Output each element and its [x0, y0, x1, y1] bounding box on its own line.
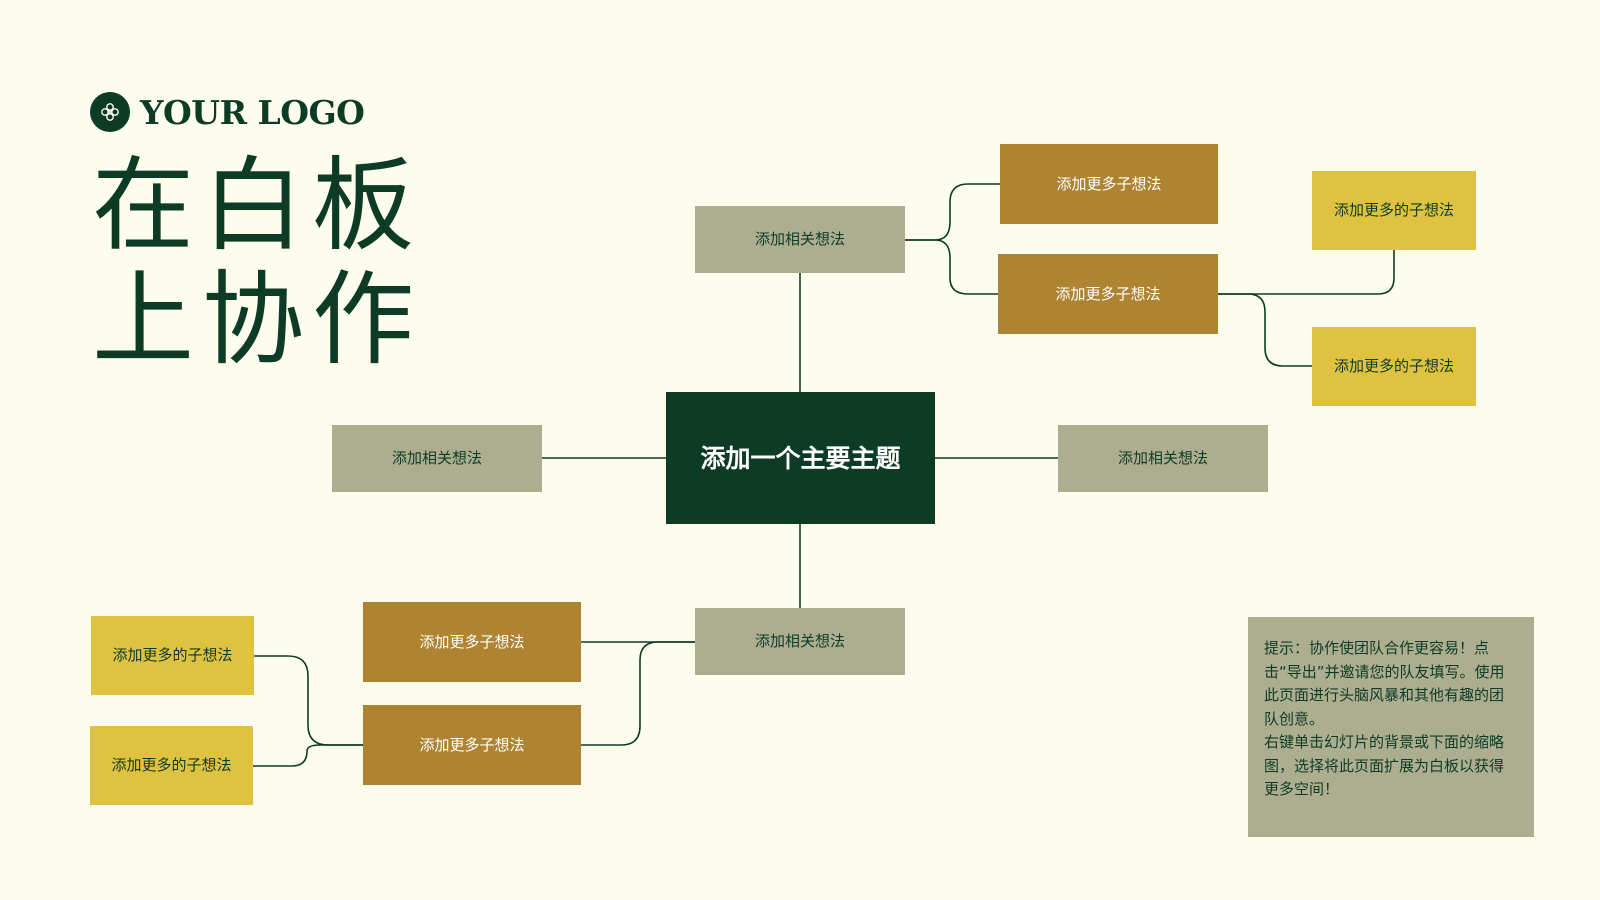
related-idea-right[interactable]: 添加相关想法 [1058, 425, 1268, 492]
main-topic-label: 添加一个主要主题 [700, 443, 901, 473]
tip-note[interactable]: 提示：协作使团队合作更容易！点击“导出”并邀请您的队友填写。使用此页面进行头脑风… [1248, 617, 1534, 837]
tip-paragraph: 提示：协作使团队合作更容易！点击“导出”并邀请您的队友填写。使用此页面进行头脑风… [1264, 639, 1505, 728]
related-idea-label: 添加相关想法 [754, 230, 845, 248]
sub-idea-label: 添加更多子想法 [419, 632, 525, 651]
related-idea-bottom[interactable]: 添加相关想法 [695, 608, 905, 675]
child-idea-bottom-2[interactable]: 添加更多的子想法 [90, 726, 253, 805]
child-idea-label: 添加更多的子想法 [1333, 357, 1454, 375]
child-idea-label: 添加更多的子想法 [111, 756, 232, 774]
sub-idea-top-2[interactable]: 添加更多子想法 [998, 254, 1218, 334]
main-topic-node[interactable]: 添加一个主要主题 [666, 392, 935, 524]
sub-idea-bottom-2[interactable]: 添加更多子想法 [363, 705, 581, 785]
sub-idea-label: 添加更多子想法 [1056, 174, 1162, 193]
connector-child-bottom-1 [254, 655, 363, 746]
child-idea-top-1[interactable]: 添加更多的子想法 [1312, 171, 1476, 250]
page-title: 在白板上协作 [92, 147, 422, 380]
connector-top-sub-2 [905, 239, 998, 295]
related-idea-label: 添加相关想法 [1117, 449, 1208, 467]
child-idea-bottom-1[interactable]: 添加更多的子想法 [91, 616, 254, 695]
related-idea-label: 添加相关想法 [391, 449, 482, 467]
child-idea-label: 添加更多的子想法 [1333, 201, 1454, 219]
sub-idea-label: 添加更多子想法 [419, 735, 525, 754]
sub-idea-top-1[interactable]: 添加更多子想法 [1000, 144, 1218, 224]
logo: YOUR LOGO [90, 91, 365, 133]
related-idea-left[interactable]: 添加相关想法 [332, 425, 542, 492]
connector-child-top-1 [1218, 250, 1395, 295]
connector-top-sub-1 [905, 183, 1000, 241]
connector-child-bottom-2 [253, 744, 363, 767]
sub-idea-bottom-1[interactable]: 添加更多子想法 [363, 602, 581, 682]
connector-bottom-sub-2 [581, 641, 695, 746]
logo-text: YOUR LOGO [140, 92, 365, 132]
related-idea-label: 添加相关想法 [754, 632, 845, 650]
child-idea-label: 添加更多的子想法 [112, 646, 233, 664]
ornament-icon [90, 92, 130, 132]
sub-idea-label: 添加更多子想法 [1055, 284, 1161, 303]
connector-child-top-2 [1218, 293, 1312, 367]
related-idea-top[interactable]: 添加相关想法 [695, 206, 905, 273]
child-idea-top-2[interactable]: 添加更多的子想法 [1312, 327, 1476, 406]
tip-paragraph: 右键单击幻灯片的背景或下面的缩略图，选择将此页面扩展为白板以获得更多空间！ [1264, 733, 1505, 798]
